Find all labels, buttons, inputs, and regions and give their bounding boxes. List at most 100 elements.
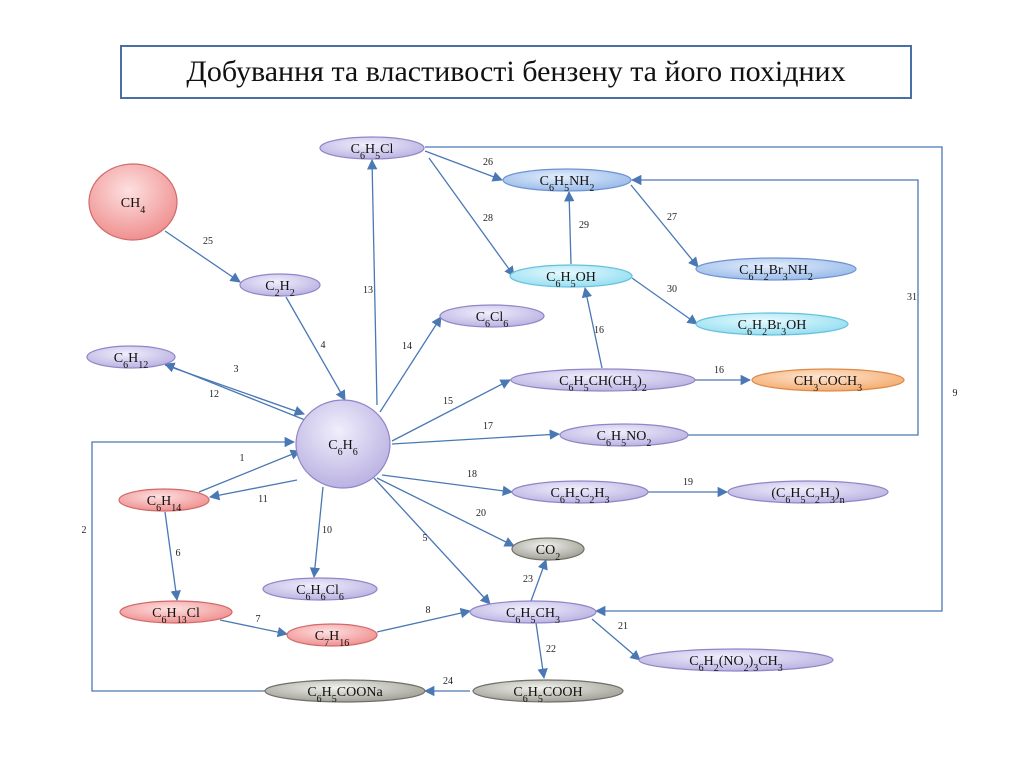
reaction-label-23: 22 [546,644,556,655]
polystyrene-formula: (C6H5C2H3)n [771,486,844,506]
ch4-node: CH4 [88,163,178,241]
reaction-arrow-30 [564,190,575,265]
c6h5nh2-node: C6H5NH2 [502,168,632,194]
c7h16-formula: C7H16 [315,629,349,649]
c6h6-formula: C6H6 [328,438,357,458]
page-title: Добування та властивості бензену та його… [186,55,846,88]
toluene-ellipse [469,600,597,624]
c6h14-node: C6H14 [118,488,210,514]
reaction-arrow-31 [631,277,698,325]
reaction-label-20: 19 [683,477,693,488]
reaction-label-12: 12 [209,389,219,400]
reaction-arrow-26 [164,230,241,283]
reaction-arrow-8 [376,607,472,633]
polystyrene-ellipse [727,480,889,504]
acetone-node: CH3COCH3 [751,368,905,394]
c6h5coona-formula: C6H5COONa [307,685,383,705]
co2-node: CO2 [511,537,585,563]
reaction-arrow-6 [164,511,181,602]
c7h16-node: C7H16 [286,623,378,649]
reaction-arrow-27 [424,150,503,182]
c6h5nh2-ellipse [502,168,632,192]
c6h6cl6-node: C6H6Cl6 [262,577,378,603]
c6h5no2-ellipse [559,423,689,447]
tnt-formula: C6H2(NO2)3CH3 [689,654,782,674]
c6h5cooh-node: C6H5COOH [472,679,624,705]
c6h2br3oh-formula: C6H2Br3OH [738,318,807,338]
styrene-node: C6H5C2H3 [511,480,649,506]
reaction-label-22: 21 [618,621,628,632]
c2h2-ellipse [239,273,321,297]
reaction-arrow-11 [208,479,298,501]
c6h2br3nh2-node: C6H2Br3NH2 [695,257,857,283]
c6h5cooh-formula: C6H5COOH [513,685,582,705]
c6h6cl6-formula: C6H6Cl6 [296,583,344,603]
polystyrene-node: (C6H5C2H3)n [727,480,889,506]
reaction-label-15: 15 [443,396,453,407]
c6h2br3nh2-ellipse [695,257,857,281]
reaction-arrow-21 [376,477,515,547]
c6h5cl-ellipse [319,136,425,160]
reaction-label-18: 17 [483,421,493,432]
c6h6-node: C6H6 [295,399,391,489]
reaction-label-7: 7 [256,614,261,625]
reaction-arrow-28 [630,184,699,268]
reaction-label-1: 1 [240,453,245,464]
reaction-arrow-9 [425,146,943,617]
c6h5coona-ellipse [264,679,426,703]
c7h16-ellipse [286,623,378,647]
reaction-label-4: 4 [321,340,326,351]
reaction-arrow-2 [91,436,296,692]
c6h2br3oh-ellipse [695,312,849,336]
reaction-label-30: 29 [579,220,589,231]
cumene-node: C6H5CH(CH3)2 [510,368,696,394]
reaction-label-25: 24 [443,676,453,687]
tnt-ellipse [638,648,834,672]
c6h5cl-formula: C6H5Cl [351,142,394,162]
c6h12-formula: C6H12 [114,351,148,371]
c6h5no2-node: C6H5NO2 [559,423,689,449]
c6h5cl-node: C6H5Cl [319,136,425,162]
c6h5oh-node: C6H5OH [509,264,633,290]
reaction-label-29: 28 [483,213,493,224]
co2-ellipse [511,537,585,561]
reaction-arrow-13 [366,158,378,406]
reaction-arrow-12 [164,362,306,421]
toluene-node: C6H5CH3 [469,600,597,626]
c2h2-node: C2H2 [239,273,321,299]
c6h13cl-node: C6H13Cl [119,600,233,626]
styrene-formula: C6H5C2H3 [551,486,610,506]
c6h14-ellipse [118,488,210,512]
reaction-label-21: 20 [476,508,486,519]
ch4-ellipse [88,163,178,241]
cumene-ellipse [510,368,696,392]
reaction-arrow-7 [219,619,289,638]
reaction-arrow-1 [198,449,301,493]
c6h2br3oh-node: C6H2Br3OH [695,312,849,338]
c6h6cl6-ellipse [262,577,378,601]
c6h5oh-ellipse [509,264,633,288]
reaction-arrow-15 [391,379,511,442]
c6h13cl-ellipse [119,600,233,624]
reaction-label-16: 16 [714,365,724,376]
c6h5nh2-formula: C6H5NH2 [540,174,595,194]
toluene-formula: C6H5CH3 [506,606,560,626]
reaction-arrow-19 [381,474,514,496]
reaction-arrow-10 [309,486,324,579]
c6cl6-node: C6Cl6 [439,304,545,330]
reaction-arrow-14 [379,316,442,413]
reaction-arrow-32 [630,174,919,436]
reaction-label-24: 23 [523,574,533,585]
cumene-formula: C6H5CH(CH3)2 [559,374,647,394]
c6cl6-formula: C6Cl6 [476,310,509,330]
reaction-label-3: 3 [234,364,239,375]
reaction-label-9: 9 [953,388,958,399]
reaction-label-11: 11 [258,494,268,505]
reaction-label-2: 2 [82,525,87,536]
reaction-arrow-23 [535,622,548,680]
reaction-label-8: 8 [426,605,431,616]
reaction-label-13: 13 [363,285,373,296]
c6h2br3nh2-formula: C6H2Br3NH2 [739,263,813,283]
title-box: Добування та властивості бензену та його… [120,45,912,99]
